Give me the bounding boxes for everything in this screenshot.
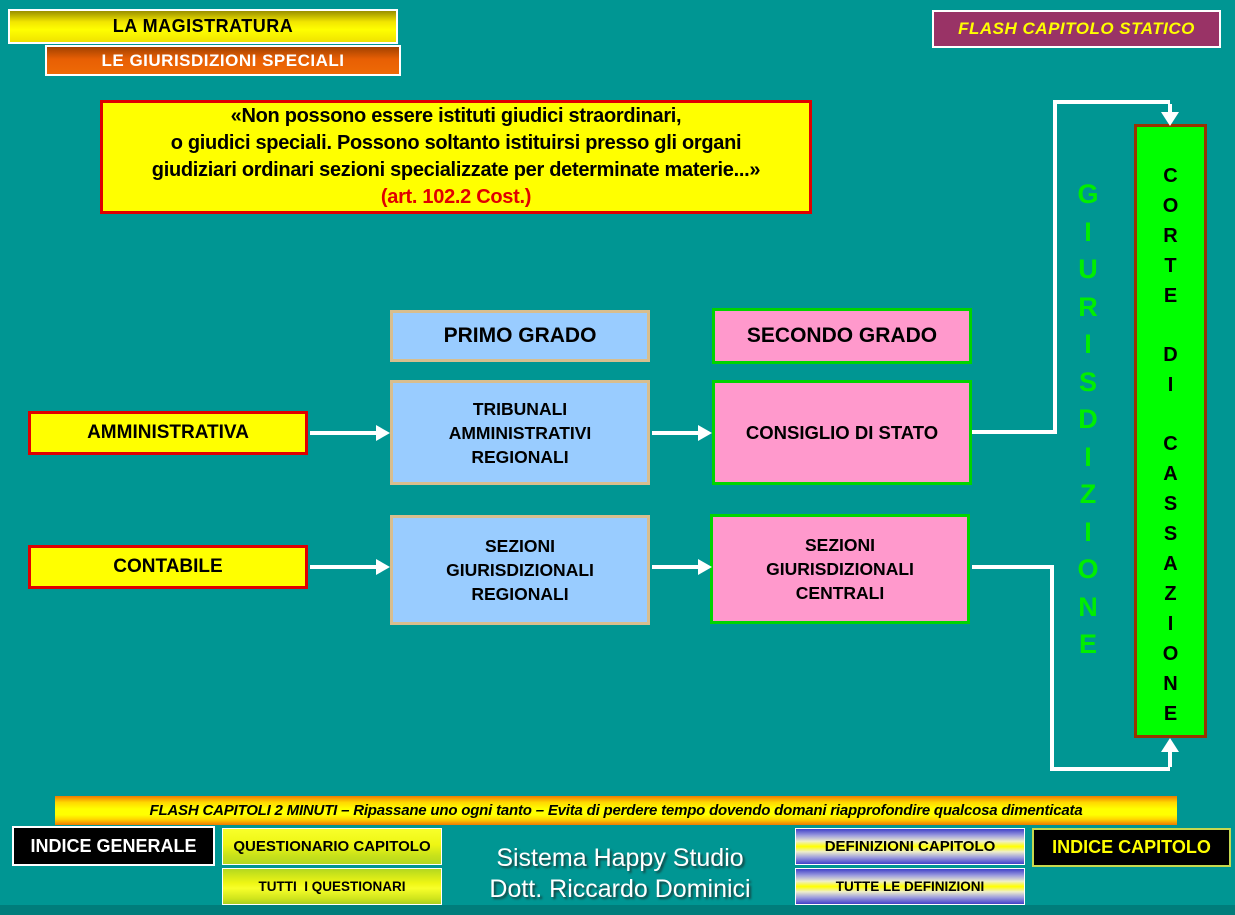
slide-bottom-edge [0, 905, 1235, 915]
definizioni-capitolo-button[interactable]: DEFINIZIONI CAPITOLO [795, 828, 1025, 865]
arrowhead-icon [698, 559, 712, 575]
arrowhead-icon [1161, 738, 1179, 752]
connector-consiglio-cassazione [1053, 100, 1170, 104]
questionario-capitolo-button[interactable]: QUESTIONARIO CAPITOLO [222, 828, 442, 865]
definizioni-panel: DEFINIZIONI CAPITOLO TUTTE LE DEFINIZION… [795, 828, 1025, 905]
constitution-quote-box: «Non possono essere istituti giudici str… [100, 100, 812, 214]
connector-consiglio-cassazione [1168, 104, 1172, 114]
brand-line1: Sistema Happy Studio [496, 844, 744, 872]
header-primo-grado: PRIMO GRADO [390, 310, 650, 362]
box-sezioni-regionali-text: SEZIONI GIURISDIZIONALI REGIONALI [446, 536, 594, 604]
flash-capitolo-statico-label: FLASH CAPITOLO STATICO [932, 10, 1221, 48]
box-tribunali-amministrativi-regionali: TRIBUNALI AMMINISTRATIVI REGIONALI [390, 380, 650, 485]
tutti-questionari-button[interactable]: TUTTI I QUESTIONARI [222, 868, 442, 905]
connector-sezioni-cassazione [1050, 565, 1054, 771]
row-label-amministrativa: AMMINISTRATIVA [28, 411, 308, 455]
row-label-contabile: CONTABILE [28, 545, 308, 589]
arrow-contabile-sezioni [310, 565, 376, 569]
quote-citation: (art. 102.2 Cost.) [380, 186, 532, 208]
page-subtitle: LE GIURISDIZIONI SPECIALI [45, 45, 401, 76]
arrow-amministrativa-tribunali [310, 431, 376, 435]
indice-generale-button[interactable]: INDICE GENERALE [12, 826, 215, 866]
connector-sezioni-cassazione [1050, 767, 1170, 771]
connector-sezioni-cassazione [972, 565, 1050, 569]
box-sezioni-centrali-text: SEZIONI GIURISDIZIONALI CENTRALI [766, 535, 914, 603]
connector-consiglio-cassazione [1053, 100, 1057, 434]
box-sezioni-giurisdizionali-regionali: SEZIONI GIURISDIZIONALI REGIONALI [390, 515, 650, 625]
brand-signature: Sistema Happy Studio Dott. Riccardo Domi… [440, 843, 800, 905]
indice-capitolo-button[interactable]: INDICE CAPITOLO [1032, 828, 1231, 867]
box-consiglio-text: CONSIGLIO DI STATO [745, 421, 939, 443]
box-tribunali-text: TRIBUNALI AMMINISTRATIVI REGIONALI [448, 398, 592, 467]
flash-capitoli-strip: FLASH CAPITOLI 2 MINUTI – Ripassane uno … [55, 796, 1177, 825]
connector-sezioni-cassazione [1168, 752, 1172, 767]
box-sezioni-giurisdizionali-centrali: SEZIONI GIURISDIZIONALI CENTRALI [710, 514, 970, 624]
quote-text: «Non possono essere istituti giudici str… [151, 105, 761, 181]
brand-line2: Dott. Riccardo Dominici [489, 875, 751, 903]
tutte-definizioni-button[interactable]: TUTTE LE DEFINIZIONI [795, 868, 1025, 905]
header-secondo-grado: SECONDO GRADO [712, 308, 972, 364]
page-title: LA MAGISTRATURA [8, 9, 398, 44]
box-consiglio-di-stato: CONSIGLIO DI STATO [712, 380, 972, 485]
arrowhead-icon [376, 425, 390, 441]
arrowhead-icon [1161, 112, 1179, 126]
arrowhead-icon [376, 559, 390, 575]
arrow-sezioni-reg-centrali [652, 565, 698, 569]
questionari-panel: QUESTIONARIO CAPITOLO TUTTI I QUESTIONAR… [222, 828, 442, 905]
arrowhead-icon [698, 425, 712, 441]
connector-consiglio-cassazione [972, 430, 1053, 434]
arrow-tribunali-consiglio [652, 431, 698, 435]
